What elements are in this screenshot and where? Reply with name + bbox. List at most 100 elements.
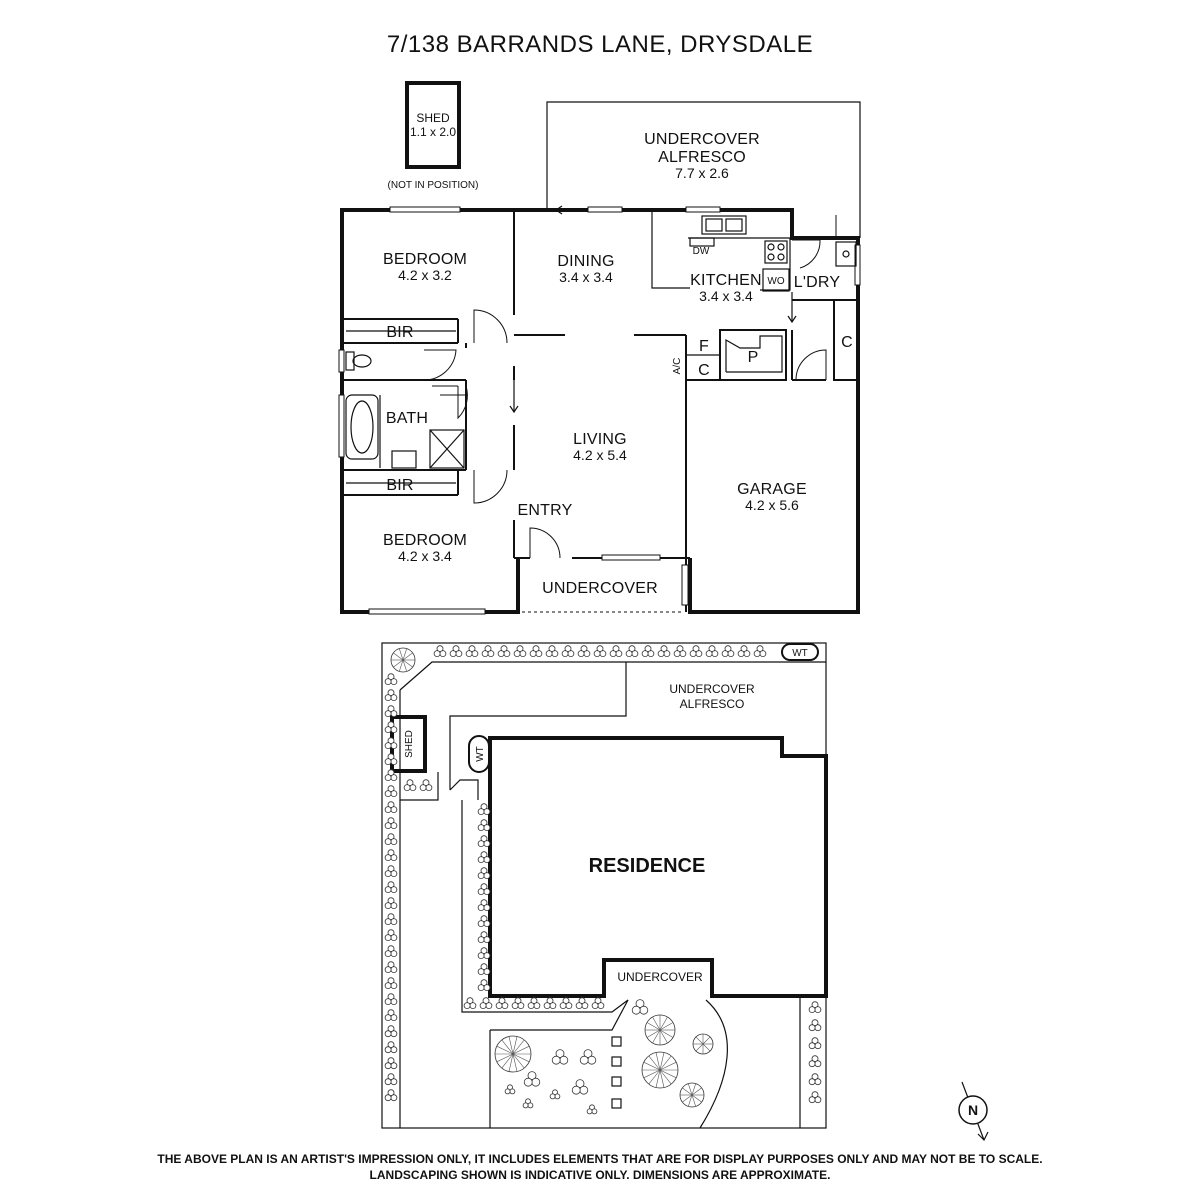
aircon-label: A/C <box>672 358 683 375</box>
shrub-icon <box>497 645 511 657</box>
kitchen-label: KITCHEN <box>690 272 762 289</box>
shrub-icon <box>384 801 398 813</box>
tree-icon <box>494 1035 532 1073</box>
shrub-icon <box>551 1049 569 1065</box>
shrub-icon <box>384 1025 398 1038</box>
shrub-icon <box>705 645 719 657</box>
shrub-icon <box>384 977 398 989</box>
shrub-icon <box>586 1104 598 1115</box>
dw-label: DW <box>693 246 710 257</box>
shrub-icon <box>477 867 491 879</box>
pantry-wall <box>686 329 787 381</box>
kitchen-bench <box>651 212 690 289</box>
bedroom1-label: BEDROOM <box>383 251 467 268</box>
shrub-icon <box>575 997 589 1009</box>
shrub-icon <box>384 1009 398 1021</box>
shrub-icon <box>689 645 703 657</box>
undercover-label: UNDERCOVER <box>542 580 658 597</box>
shed-dims: 1.1 x 2.0 <box>410 125 456 139</box>
dining-label: DINING <box>557 253 614 270</box>
shrub-icon <box>808 1091 822 1104</box>
site-alfresco-outline <box>449 662 627 790</box>
shrub-icon <box>511 997 525 1009</box>
shrub-icon <box>384 961 398 973</box>
wall-oven <box>762 268 790 292</box>
cupboard-label-2: C <box>841 334 853 351</box>
shrub-icon <box>449 645 463 657</box>
site-shed-label: SHED <box>404 730 415 758</box>
site-undercover-label: UNDERCOVER <box>617 970 703 984</box>
shrub-icon <box>419 779 433 791</box>
shrub-icon <box>384 769 398 781</box>
water-tank-label-1: WT <box>792 648 808 659</box>
doors <box>423 205 837 613</box>
shed-label: SHED <box>416 111 450 125</box>
water-tank-1 <box>781 643 819 661</box>
shrub-icon <box>641 645 655 657</box>
shrub-icon <box>808 1055 822 1068</box>
shrub-icon <box>479 997 493 1009</box>
shrub-icon <box>522 1098 534 1109</box>
outer-wall-kitchen-right <box>688 208 860 614</box>
cooktop <box>764 240 788 264</box>
shrub-icon <box>673 645 687 657</box>
shrub-icon <box>477 963 491 975</box>
shrub-icon <box>384 721 398 733</box>
shed-outline <box>405 81 461 169</box>
shrub-icon <box>477 835 491 847</box>
shrub-icon <box>559 997 573 1009</box>
shrub-icon <box>477 931 491 943</box>
tree-icon <box>641 1051 679 1089</box>
water-tank-label-2: WT <box>475 746 486 762</box>
shrub-icon <box>477 819 491 831</box>
shrub-icon <box>384 1089 398 1102</box>
shrub-icon <box>384 929 398 941</box>
shrub-icon <box>504 1084 516 1095</box>
shrub-icon <box>543 997 557 1009</box>
shrub-icon <box>384 865 398 877</box>
shrub-icon <box>465 645 479 657</box>
shrub-icon <box>593 645 607 657</box>
cupboard-label-1: C <box>698 362 710 379</box>
disclaimer-line-1: THE ABOVE PLAN IS AN ARTIST'S IMPRESSION… <box>157 1152 1042 1166</box>
bir1-label: BIR <box>386 324 413 341</box>
garage-label: GARAGE <box>737 481 807 498</box>
shrub-icon <box>808 1019 822 1032</box>
tree-icon <box>679 1082 705 1108</box>
alfresco-label-2: ALFRESCO <box>658 149 746 166</box>
fixtures <box>345 215 857 469</box>
alfresco-outline <box>546 101 861 238</box>
shed-note: (NOT IN POSITION) <box>388 180 479 191</box>
living-label: LIVING <box>573 431 627 448</box>
shrub-icon <box>571 1079 589 1095</box>
page-title: 7/138 BARRANDS LANE, DRYSDALE <box>387 31 813 58</box>
laundry-cupboard <box>833 300 858 381</box>
shrub-icon <box>384 705 398 717</box>
shrub-icon <box>384 945 398 957</box>
shrub-icon <box>384 1073 398 1086</box>
shrub-icon <box>808 1037 822 1050</box>
shrub-icon <box>384 673 398 685</box>
tree-icon <box>692 1033 714 1055</box>
shrub-icon <box>384 1041 398 1054</box>
shrub-icon <box>549 1089 561 1100</box>
kitchen-sink <box>701 215 747 235</box>
room-labels: SHED 1.1 x 2.0 (NOT IN POSITION) UNDERCO… <box>383 111 853 597</box>
shrub-icon <box>527 997 541 1009</box>
residence-outline <box>488 736 828 998</box>
shrub-icon <box>477 883 491 895</box>
site-alfresco-label-1: UNDERCOVER <box>669 682 755 696</box>
alfresco-label-1: UNDERCOVER <box>644 131 760 148</box>
shrub-icon <box>463 997 477 1009</box>
bath-label: BATH <box>386 410 428 427</box>
shrub-icon <box>384 881 398 893</box>
shrub-icon <box>808 1073 822 1086</box>
north-arrow-icon: N <box>958 1081 989 1142</box>
shrub-icon <box>495 997 509 1009</box>
shrub-icon <box>753 645 767 657</box>
shrub-icon <box>403 779 417 791</box>
bedroom2-dims: 4.2 x 3.4 <box>398 548 452 564</box>
entry-label: ENTRY <box>518 502 573 519</box>
shrub-icon <box>529 645 543 657</box>
